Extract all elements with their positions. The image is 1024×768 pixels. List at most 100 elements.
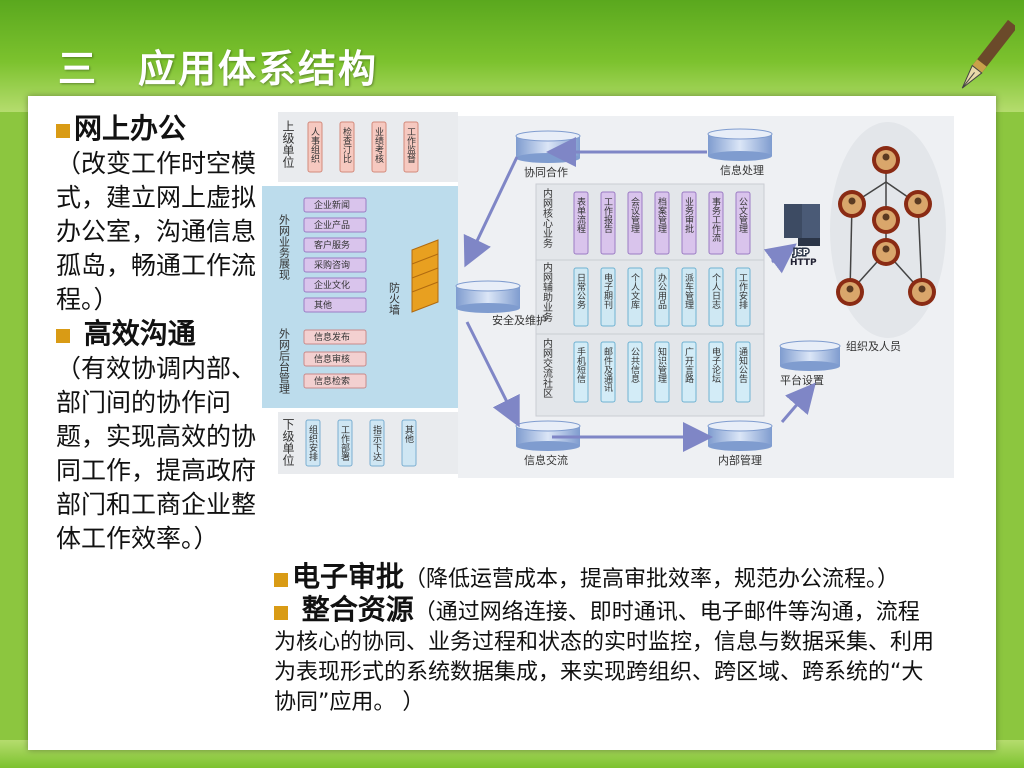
lower-unit-item	[401, 419, 417, 467]
section-body: （有效协调内部、部门间的协作问题，实现高效的协同工作，提高政府部门和工商企业整体…	[56, 354, 257, 553]
exchange-item	[681, 341, 697, 403]
org-tree	[830, 122, 946, 338]
org-people-label: 组织及人员	[846, 339, 901, 353]
lower-unit-item-label: 指示下达	[371, 424, 382, 461]
left-column: 网上办公 （改变工作时空模式，建立网上虚拟办公室，沟通信息孤岛，畅通工作流程。）…	[56, 112, 270, 556]
external-display-item	[303, 277, 367, 293]
person-icon	[872, 238, 900, 266]
exchange-label: 内网交流社区	[541, 337, 553, 398]
info-proc-db-icon	[707, 128, 773, 161]
left-section-1: 网上办公 （改变工作时空模式，建立网上虚拟办公室，沟通信息孤岛，畅通工作流程。）	[56, 112, 270, 317]
section-heading: 整合资源	[292, 593, 414, 626]
external-display-item-label: 企业产品	[314, 219, 350, 231]
core-business-item	[681, 191, 697, 255]
core-business-item	[573, 191, 589, 255]
external-admin-item	[303, 351, 367, 367]
upper-unit-item-label: 工作监督	[405, 127, 416, 164]
bullet-icon	[274, 573, 288, 587]
flow-arrows	[463, 137, 816, 452]
bottom-section-2: 整合资源（通过网络连接、即时通讯、电子邮件等沟通，流程为核心的协同、业务过程和状…	[274, 595, 934, 718]
left-section-2: 高效沟通 （有效协调内部、部门间的协作问题，实现高效的协同工作，提高政府部门和工…	[56, 317, 270, 556]
core-business-item-label: 会议管理	[629, 196, 640, 233]
aux-business-item	[708, 267, 724, 327]
pen-icon	[961, 19, 1015, 89]
core-business-label: 内网核心业务	[541, 187, 553, 249]
aux-business-item-label: 日常公务	[575, 273, 586, 310]
server-jsp: JSP	[793, 248, 809, 257]
core-business-item-label: 事务工作流	[710, 196, 721, 243]
external-display-item-label: 采购咨询	[314, 259, 350, 271]
internal-mgmt-db-icon	[707, 420, 773, 451]
aux-business-item-label: 个人文库	[629, 273, 640, 310]
info-proc-label: 信息处理	[720, 163, 764, 177]
lower-unit-label: 下级单位	[281, 418, 295, 466]
section-body: （通过网络连接、即时通讯、电子邮件等沟通，流程为核心的协同、业务过程和状态的实时…	[274, 600, 935, 715]
security-label: 安全及维护	[492, 313, 547, 327]
exchange-item	[573, 341, 589, 403]
core-business-item-label: 工作报告	[602, 197, 613, 234]
upper-unit-item-label: 人事组织	[309, 127, 320, 164]
collab-label: 协同合作	[524, 165, 568, 179]
core-business-item	[600, 191, 616, 255]
section-body: （改变工作时空模式，建立网上虚拟办公室，沟通信息孤岛，畅通工作流程。）	[56, 149, 257, 314]
lower-unit-panel	[278, 412, 458, 474]
core-business-panel	[535, 183, 765, 271]
external-display-item	[303, 257, 367, 273]
exchange-item	[627, 341, 643, 403]
exchange-item	[735, 341, 751, 403]
bullet-icon	[274, 606, 288, 620]
external-display-item-label: 客户服务	[314, 239, 350, 251]
core-business-item	[708, 191, 724, 255]
external-display-item-label: 其他	[314, 299, 332, 311]
section-body: （降低运营成本，提高审批效率，规范办公流程。）	[404, 567, 900, 592]
exchange-item-label: 广开言路	[683, 346, 694, 384]
aux-business-item-label: 个人日志	[710, 273, 721, 309]
platform-db-icon	[779, 340, 841, 371]
info-exchange-db-icon	[515, 420, 581, 451]
person-icon	[838, 190, 866, 218]
external-display-item-label: 企业文化	[314, 279, 350, 291]
lower-unit-item-label: 其他	[403, 425, 414, 444]
upper-unit-item	[403, 121, 419, 173]
bullet-icon	[56, 329, 70, 343]
person-icon	[872, 146, 900, 174]
server-http: HTTP	[790, 258, 817, 268]
external-admin-item-label: 信息审核	[314, 353, 350, 365]
exchange-item	[708, 341, 724, 403]
person-icon	[908, 278, 936, 306]
aux-business-item-label: 工作安排	[737, 273, 748, 310]
external-admin-item	[303, 329, 367, 345]
aux-business-item	[600, 267, 616, 327]
aux-business-item	[627, 267, 643, 327]
exchange-item-label: 邮件及通讯	[602, 346, 613, 393]
upper-unit-item-label: 业绩考核	[373, 127, 384, 164]
lower-unit-item	[337, 419, 353, 467]
section-heading: 高效沟通	[74, 317, 196, 350]
aux-business-item-label: 派车管理	[683, 273, 694, 309]
internal-mgmt-label: 内部管理	[718, 453, 762, 467]
exchange-item-label: 电子论坛	[710, 346, 721, 384]
upper-unit-item	[371, 121, 387, 173]
aux-business-item	[681, 267, 697, 327]
lower-unit-item	[305, 419, 321, 467]
upper-unit-label: 上级单位	[281, 120, 295, 168]
aux-business-panel	[535, 259, 765, 341]
external-display-item	[303, 197, 367, 213]
core-business-item	[735, 191, 751, 255]
core-business-item	[627, 191, 643, 255]
upper-unit-item	[307, 121, 323, 173]
exchange-item	[654, 341, 670, 403]
server-icon	[784, 204, 820, 246]
aux-business-item	[654, 267, 670, 327]
person-icon	[872, 206, 900, 234]
upper-unit-item-label: 检查汀比	[341, 126, 352, 163]
section-heading: 电子审批	[292, 560, 405, 593]
core-business-item-label: 公文管理	[737, 197, 748, 233]
collab-db-icon	[515, 130, 581, 163]
platform-label: 平台设置	[780, 373, 824, 387]
external-admin-label: 外网后台管理	[278, 328, 291, 394]
bottom-section-1: 电子审批（降低运营成本，提高审批效率，规范办公流程。）	[274, 562, 934, 595]
external-display-item	[303, 237, 367, 253]
external-admin-item	[303, 373, 367, 389]
